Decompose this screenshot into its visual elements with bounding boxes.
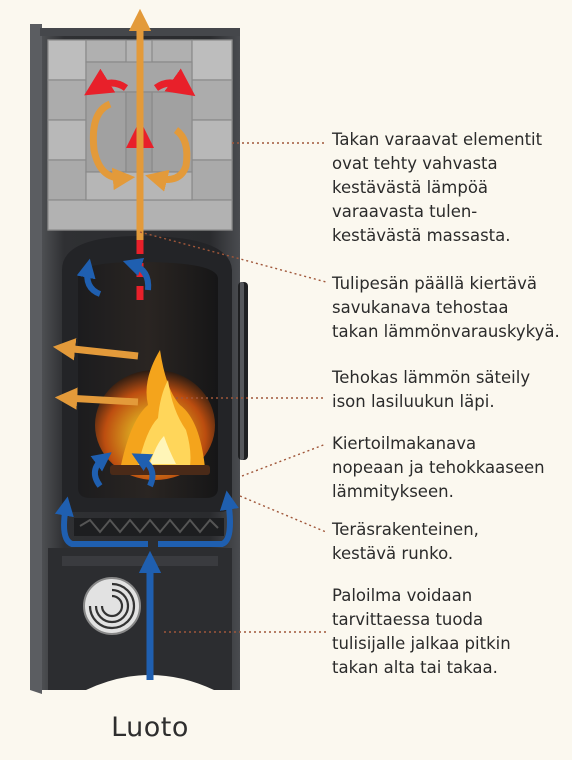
steel-grate [74, 518, 224, 536]
warm-air-arrows [52, 8, 191, 410]
fire-flames [95, 350, 215, 480]
callout-heat-storage: Takan varaavat elementit ovat tehty vahv… [332, 130, 543, 245]
circulation-air-arrows [54, 257, 239, 680]
callout-circulation-channel: Kiertoilmakanava nopeaan ja tehokkaaseen… [332, 434, 545, 501]
callout-glass-radiation: Tehokas lämmön säteily ison lasiluukun l… [332, 368, 531, 411]
stove-base [48, 548, 232, 690]
model-name: Luoto [111, 712, 189, 743]
leader-lines [139, 142, 327, 633]
callout-combustion-air: Paloilma voidaan tarvittaessa tuoda tuli… [332, 586, 511, 677]
callout-flue-channel: Tulipesän päällä kiertävä savukanava teh… [332, 274, 560, 341]
callout-steel-frame: Teräsrakenteinen, kestävä runko. [332, 520, 479, 563]
air-intake-vent-icon [83, 577, 141, 635]
